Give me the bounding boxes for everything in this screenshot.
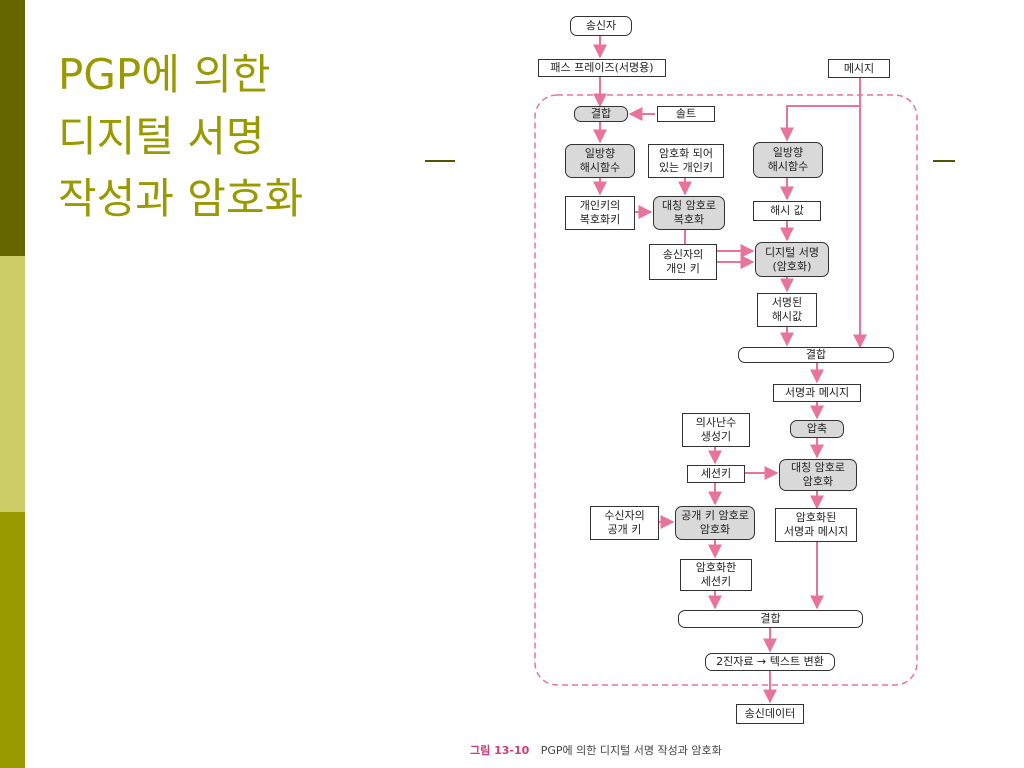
sender-private-key-box: 송신자의 개인 키 [649,244,717,280]
sender-box: 송신자 [570,16,632,36]
receiver-public-key-box: 수신자의 공개 키 [590,506,659,540]
combine-mid-box: 결합 [738,347,894,363]
figure-number: 그림 13-10 [470,744,530,757]
public-key-encrypt-box: 공개 키 암호로 암호화 [675,506,755,540]
combine-top-box: 결합 [574,106,628,122]
session-key-box: 세션키 [687,465,745,483]
diagram-connectors [534,36,918,704]
process-boundary [534,94,918,686]
salt-box: 솔트 [657,106,715,122]
hash-value-box: 해시 값 [753,201,821,221]
decor-bar-top [0,0,25,256]
digital-signature-box: 디지털 서명 (암호화) [755,242,829,277]
compress-box: 압축 [790,420,844,438]
figure-caption: 그림 13-10 PGP에 의한 디지털 서명 작성과 암호화 [470,742,722,758]
passphrase-box: 패스 프레이즈(서명용) [538,59,666,77]
encrypted-session-key-box: 암호화한 세션키 [680,559,752,591]
signed-hash-box: 서명된 해시값 [757,293,817,327]
title-line-2: 디지털 서명 [58,112,265,161]
title-line-3: 작성과 암호화 [58,174,304,223]
decor-bar-middle [0,256,25,512]
binary-to-text-box: 2진자료 → 텍스트 변환 [705,653,835,671]
slide-title: PGP에 의한 디지털 서명 작성과 암호화 [58,44,303,230]
arrow-message-hash-right [780,78,861,142]
symmetric-encrypt-box: 대칭 암호로 암호화 [779,459,857,491]
message-box: 메시지 [828,59,890,78]
encrypted-signature-message-box: 암호화된 서명과 메시지 [775,508,857,542]
signature-message-box: 서명과 메시지 [773,384,861,402]
encrypted-private-key-box: 암호화 되어 있는 개인키 [648,144,724,178]
hash-function-left: 일방향 해시함수 [565,144,635,178]
combine-bottom-box: 결합 [678,610,863,628]
title-line-1: PGP에 의한 [58,50,271,99]
pseudo-random-generator-box: 의사난수 생성기 [682,413,750,447]
hash-function-right: 일방향 해시함수 [753,142,823,178]
send-data-box: 송신데이터 [736,704,804,724]
figure-caption-text: PGP에 의한 디지털 서명 작성과 암호화 [540,744,722,757]
title-dash-right [933,160,955,162]
private-key-decrypt-key-box: 개인키의 복호화키 [565,196,635,230]
decor-bar-bottom [0,512,25,768]
symmetric-decrypt-box: 대칭 암호로 복호화 [653,196,725,230]
title-dash-left [425,160,455,162]
